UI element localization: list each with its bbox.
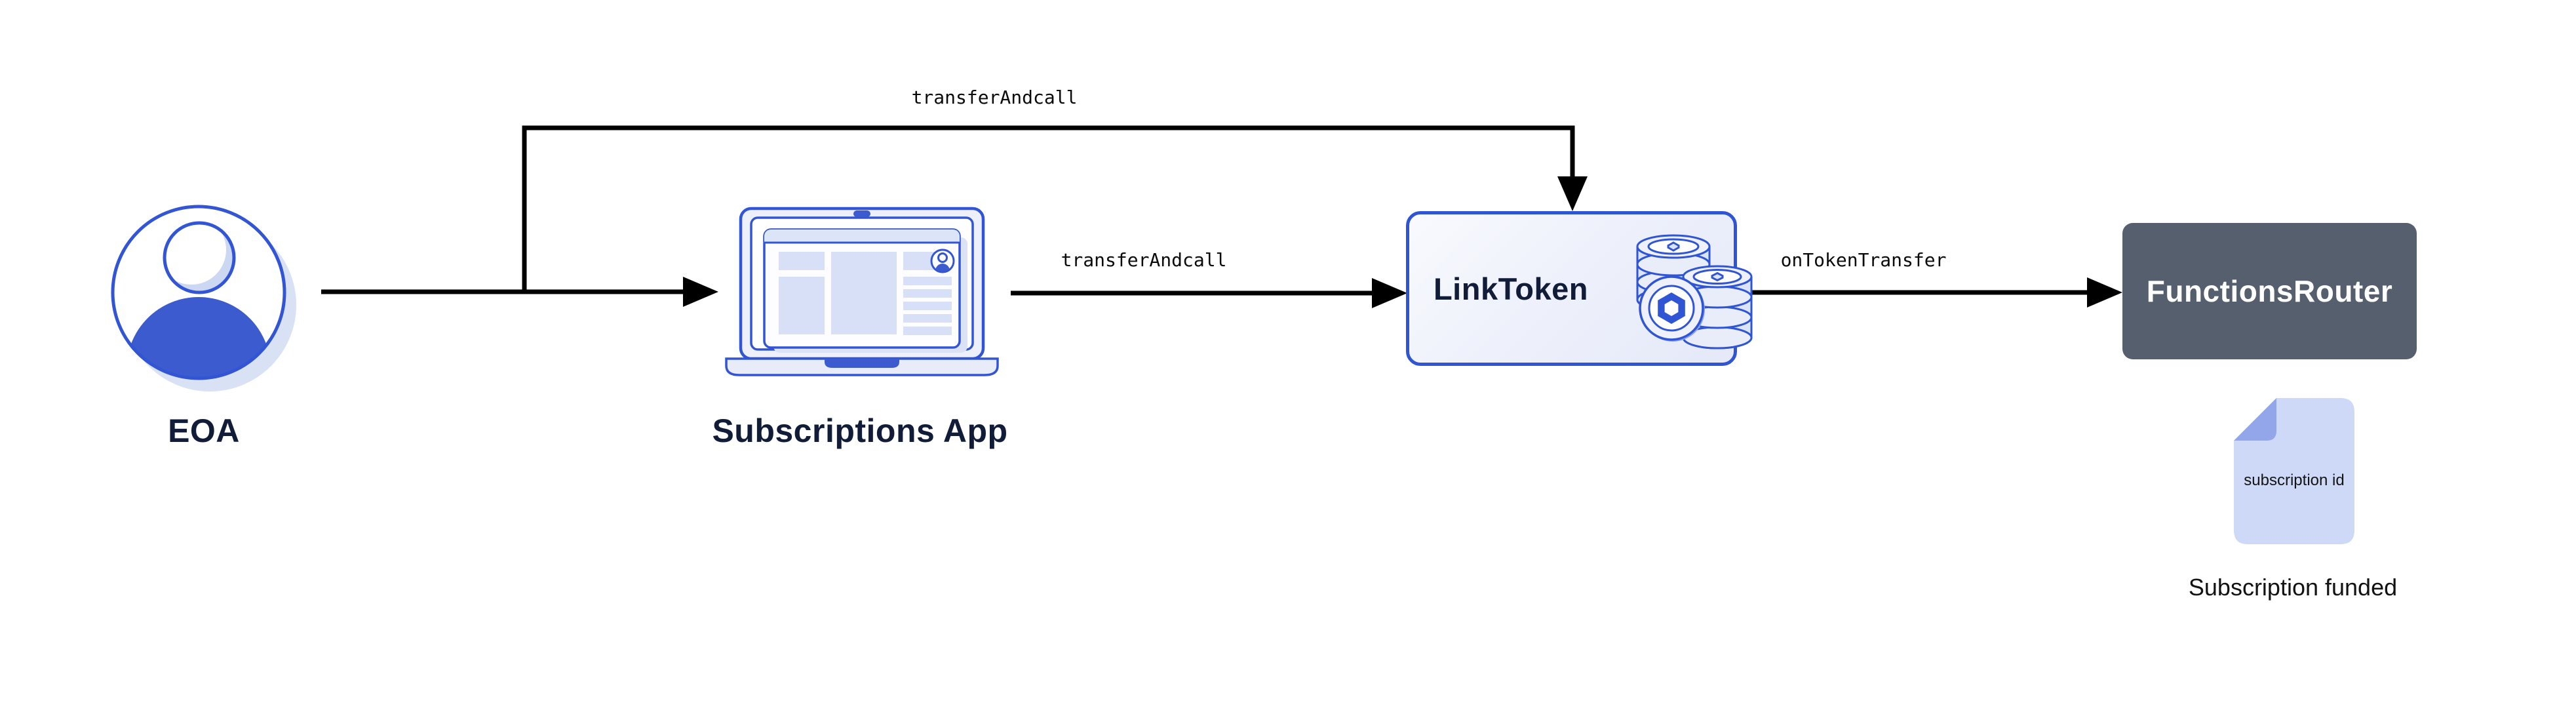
- document-icon: [2234, 398, 2354, 544]
- laptop-icon: [725, 207, 999, 376]
- eoa-label: EOA: [168, 412, 240, 449]
- eoa-avatar-icon: [111, 205, 296, 391]
- edge-label-transferandcall-mid: transferAndcall: [1061, 249, 1227, 271]
- subscriptions-app-label: Subscriptions App: [712, 412, 1008, 449]
- linktoken-label: LinkToken: [1433, 271, 1589, 306]
- link-coins-icon: [1636, 234, 1753, 349]
- edge-label-ontokentransfer: onTokenTransfer: [1780, 249, 1947, 271]
- arrowhead-into-app: [683, 277, 718, 307]
- subscription-funded-caption: Subscription funded: [2188, 574, 2398, 601]
- edge-label-transferandcall-top: transferAndcall: [911, 87, 1078, 108]
- arrowhead-into-router: [2087, 277, 2122, 308]
- functions-router-box: FunctionsRouter: [2122, 223, 2417, 359]
- functions-router-label: FunctionsRouter: [2146, 274, 2393, 308]
- arrowhead-into-linktoken-top: [1557, 176, 1588, 211]
- arrow-branch-to-linktoken-top: [522, 125, 1575, 294]
- document-text: subscription id: [2244, 471, 2345, 489]
- arrowhead-into-linktoken-left: [1372, 278, 1407, 308]
